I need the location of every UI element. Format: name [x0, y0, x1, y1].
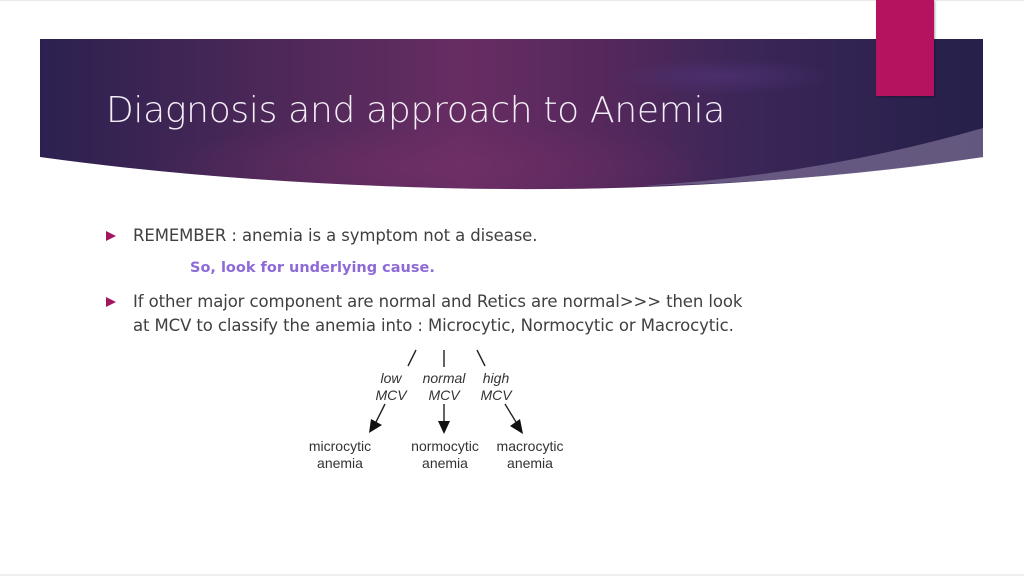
sub-note: So, look for underlying cause. [190, 260, 435, 276]
mcv-classification-diagram: low MCV normal MCV high MCV microcytic a… [295, 340, 585, 480]
accent-bar [876, 0, 934, 96]
slide-title: Diagnosis and approach to Anemia [106, 90, 725, 131]
arrow-down-icon [438, 421, 450, 434]
top-border [0, 0, 1024, 1]
arrow-down-left-icon [369, 419, 382, 433]
high-mcv-label: high MCV [480, 370, 512, 403]
macrocytic-anemia-label: macrocytic anemia [496, 438, 564, 471]
bullet-icon [106, 231, 116, 241]
low-mcv-label: low MCV [375, 370, 407, 403]
bottom-border [0, 574, 1024, 576]
bullet-text-2-line-1: If other major component are normal and … [133, 292, 743, 311]
normal-mcv-label: normal MCV [422, 370, 466, 403]
diagram-connectors [369, 349, 523, 434]
microcytic-anemia-label: microcytic anemia [308, 438, 372, 471]
normocytic-anemia-label: normocytic anemia [411, 438, 479, 471]
arrow-down-right-icon [510, 419, 523, 434]
title-banner [40, 39, 983, 190]
bullet-icon [106, 297, 116, 307]
bullet-text-2-line-2: at MCV to classify the anemia into : Mic… [133, 316, 734, 335]
bullet-text-1: REMEMBER : anemia is a symptom not a dis… [133, 226, 538, 245]
